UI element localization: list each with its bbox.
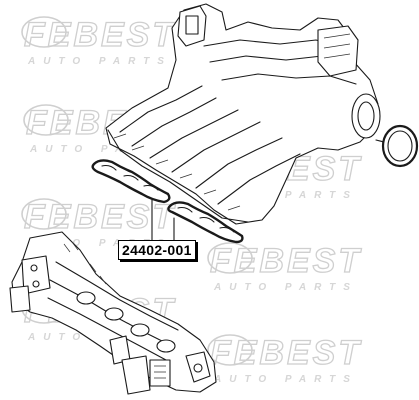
watermark-tagline: AUTO PARTS bbox=[27, 238, 172, 249]
watermark-tagline: AUTO PARTS bbox=[27, 56, 172, 67]
watermark-tagline: AUTO PARTS bbox=[213, 190, 358, 201]
watermark-tagline: AUTO PARTS bbox=[29, 144, 174, 155]
intake-manifold-upper bbox=[105, 3, 381, 225]
watermark-top: FEBEST AUTO PARTS bbox=[21, 15, 176, 67]
watermark-tagline: AUTO PARTS bbox=[213, 282, 358, 293]
watermark-brand: FEBEST bbox=[24, 198, 176, 236]
watermark-tagline: AUTO PARTS bbox=[213, 374, 358, 385]
watermark-brand: FEBEST bbox=[210, 334, 362, 372]
watermark-lower-left: FEBEST AUTO PARTS bbox=[21, 197, 176, 249]
watermark-bottom-right: FEBEST AUTO PARTS bbox=[207, 333, 362, 385]
leader-lines bbox=[151, 199, 175, 245]
throttle-seal-ring bbox=[375, 124, 419, 168]
watermark-brand: FEBEST bbox=[24, 16, 176, 54]
intake-gasket-lower bbox=[167, 201, 244, 244]
intake-manifold-lower bbox=[9, 231, 217, 395]
part-number-label: 24402-001 bbox=[118, 240, 196, 260]
intake-gasket-upper bbox=[91, 159, 171, 204]
watermark-brand: FEBEST bbox=[210, 242, 362, 280]
watermark-lower-right: FEBEST AUTO PARTS bbox=[207, 241, 362, 293]
